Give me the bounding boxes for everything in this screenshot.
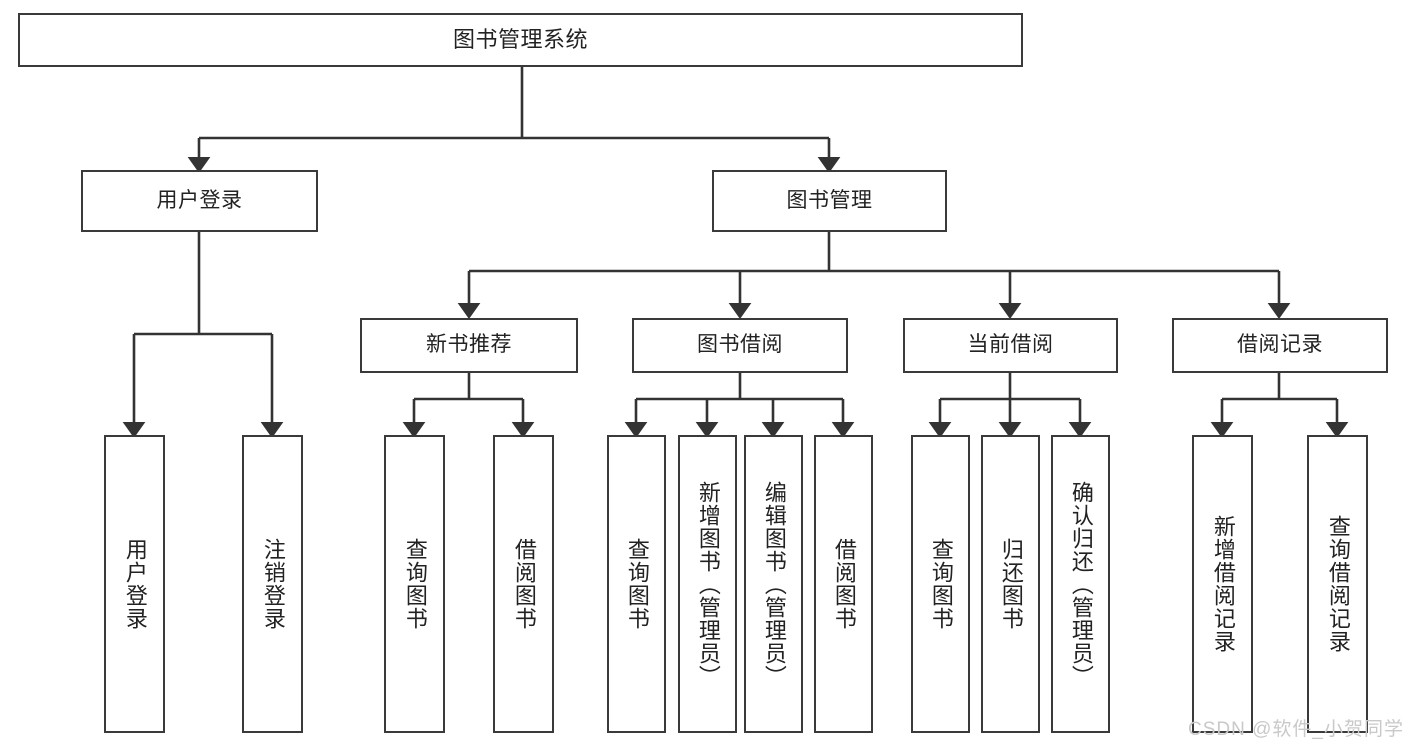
node-leaf-query-record[interactable]: 查询借阅记录 xyxy=(1307,435,1368,733)
node-label: 新书推荐 xyxy=(426,333,512,357)
node-label: 查询图书 xyxy=(402,538,428,630)
node-label: 编辑图书（管理员） xyxy=(761,480,787,688)
node-leaf-logout-login[interactable]: 注销登录 xyxy=(242,435,303,733)
node-new-book-recommend[interactable]: 新书推荐 xyxy=(360,318,578,373)
node-leaf-add-book[interactable]: 新增图书（管理员） xyxy=(678,435,737,733)
node-label: 新增借阅记录 xyxy=(1210,515,1236,653)
node-leaf-query-book-2[interactable]: 查询图书 xyxy=(607,435,666,733)
node-borrow-record[interactable]: 借阅记录 xyxy=(1172,318,1388,373)
node-label: 查询图书 xyxy=(624,538,650,630)
node-label: 确认归还（管理员） xyxy=(1068,480,1094,688)
node-leaf-query-book-1[interactable]: 查询图书 xyxy=(384,435,445,733)
node-label: 借阅记录 xyxy=(1237,333,1323,357)
node-leaf-confirm-return[interactable]: 确认归还（管理员） xyxy=(1051,435,1110,733)
node-label: 归还图书 xyxy=(998,538,1024,630)
node-label: 当前借阅 xyxy=(967,333,1054,357)
node-leaf-query-book-3[interactable]: 查询图书 xyxy=(911,435,970,733)
node-label: 查询图书 xyxy=(928,538,954,630)
node-label: 借阅图书 xyxy=(831,538,857,630)
node-book-management[interactable]: 图书管理 xyxy=(712,170,947,232)
node-label: 用户登录 xyxy=(122,538,148,630)
node-label: 用户登录 xyxy=(156,188,243,212)
node-label: 借阅图书 xyxy=(511,538,537,630)
node-book-borrow[interactable]: 图书借阅 xyxy=(632,318,848,373)
node-leaf-add-record[interactable]: 新增借阅记录 xyxy=(1192,435,1253,733)
node-label: 新增图书（管理员） xyxy=(695,480,721,688)
node-root-system[interactable]: 图书管理系统 xyxy=(18,13,1023,67)
node-label: 查询借阅记录 xyxy=(1325,515,1351,653)
node-leaf-borrow-book-2[interactable]: 借阅图书 xyxy=(814,435,873,733)
node-leaf-edit-book[interactable]: 编辑图书（管理员） xyxy=(744,435,803,733)
node-label: 图书管理系统 xyxy=(452,27,588,53)
node-label: 图书借阅 xyxy=(697,333,783,357)
node-leaf-user-login[interactable]: 用户登录 xyxy=(104,435,165,733)
node-label: 图书管理 xyxy=(786,188,873,212)
node-current-borrow[interactable]: 当前借阅 xyxy=(903,318,1118,373)
node-leaf-borrow-book-1[interactable]: 借阅图书 xyxy=(493,435,554,733)
node-user-login[interactable]: 用户登录 xyxy=(81,170,318,232)
node-label: 注销登录 xyxy=(260,538,286,630)
node-leaf-return-book[interactable]: 归还图书 xyxy=(981,435,1040,733)
